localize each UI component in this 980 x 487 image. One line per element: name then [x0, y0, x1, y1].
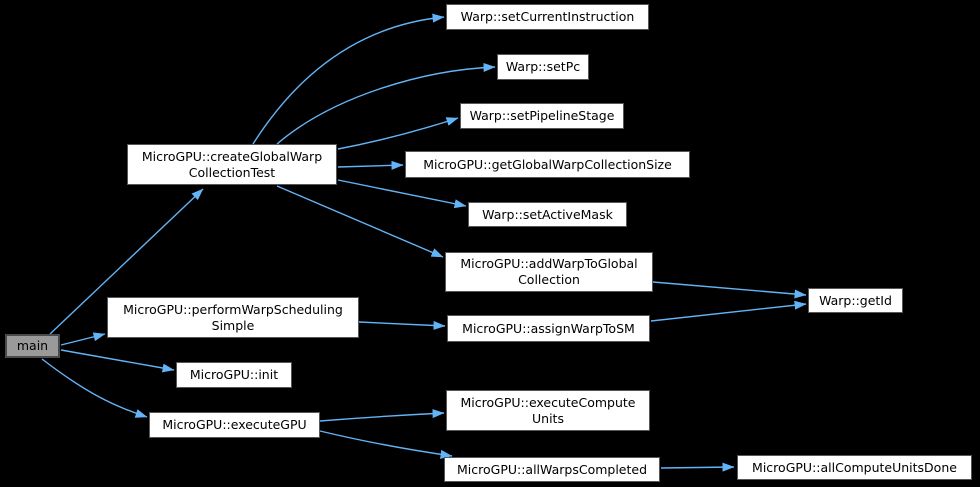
node-setActiveMask[interactable]: Warp::setActiveMask	[468, 202, 627, 227]
edge-main-to-executeGPU	[41, 358, 148, 418]
node-setPc[interactable]: Warp::setPc	[497, 54, 589, 80]
node-setPipelineStage[interactable]: Warp::setPipelineStage	[460, 103, 624, 129]
edge-createGlobalWarpCollectionTest-to-setCurrentInstruction	[252, 13, 445, 145]
edge-createGlobalWarpCollectionTest-to-getGlobalWarpCollectionSize	[337, 160, 404, 170]
node-main: main	[5, 334, 60, 358]
edge-performWarpSchedulingSimple-to-assignWarpToSM	[358, 320, 446, 330]
node-performWarpSchedulingSimple[interactable]: MicroGPU::performWarpScheduling Simple	[107, 297, 359, 338]
node-executeComputeUnits[interactable]: MicroGPU::executeCompute Units	[446, 390, 650, 431]
edge-main-to-init	[60, 349, 175, 373]
edge-createGlobalWarpCollectionTest-to-setPc	[276, 62, 496, 145]
edge-createGlobalWarpCollectionTest-to-addWarpToGlobalCollection	[276, 185, 444, 258]
edge-assignWarpToSM-to-getId	[650, 300, 807, 322]
node-init[interactable]: MicroGPU::init	[176, 362, 292, 388]
node-addWarpToGlobalCollection[interactable]: MicroGPU::addWarpToGlobal Collection	[445, 252, 653, 292]
edge-executeGPU-to-executeComputeUnits	[319, 409, 445, 422]
node-executeGPU[interactable]: MicroGPU::executeGPU	[149, 412, 320, 438]
node-assignWarpToSM[interactable]: MicroGPU::assignWarpToSM	[447, 315, 650, 342]
node-allWarpsCompleted[interactable]: MicroGPU::allWarpsCompleted	[444, 457, 660, 482]
node-allComputeUnitsDone[interactable]: MicroGPU::allComputeUnitsDone	[737, 455, 972, 480]
edge-createGlobalWarpCollectionTest-to-setPipelineStage	[337, 117, 459, 150]
edge-createGlobalWarpCollectionTest-to-setActiveMask	[337, 179, 467, 209]
node-createGlobalWarpCollectionTest[interactable]: MicroGPU::createGlobalWarp CollectionTes…	[127, 144, 337, 185]
edge-executeGPU-to-allWarpsCompleted	[319, 430, 453, 459]
node-getId[interactable]: Warp::getId	[808, 288, 903, 313]
node-setCurrentInstruction[interactable]: Warp::setCurrentInstruction	[446, 4, 649, 30]
node-getGlobalWarpCollectionSize[interactable]: MicroGPU::getGlobalWarpCollectionSize	[405, 151, 690, 178]
edge-addWarpToGlobalCollection-to-getId	[652, 281, 807, 299]
edge-main-to-performWarpSchedulingSimple	[60, 332, 106, 346]
edge-main-to-createGlobalWarpCollectionTest	[49, 188, 204, 335]
edge-allWarpsCompleted-to-allComputeUnitsDone	[660, 462, 735, 472]
